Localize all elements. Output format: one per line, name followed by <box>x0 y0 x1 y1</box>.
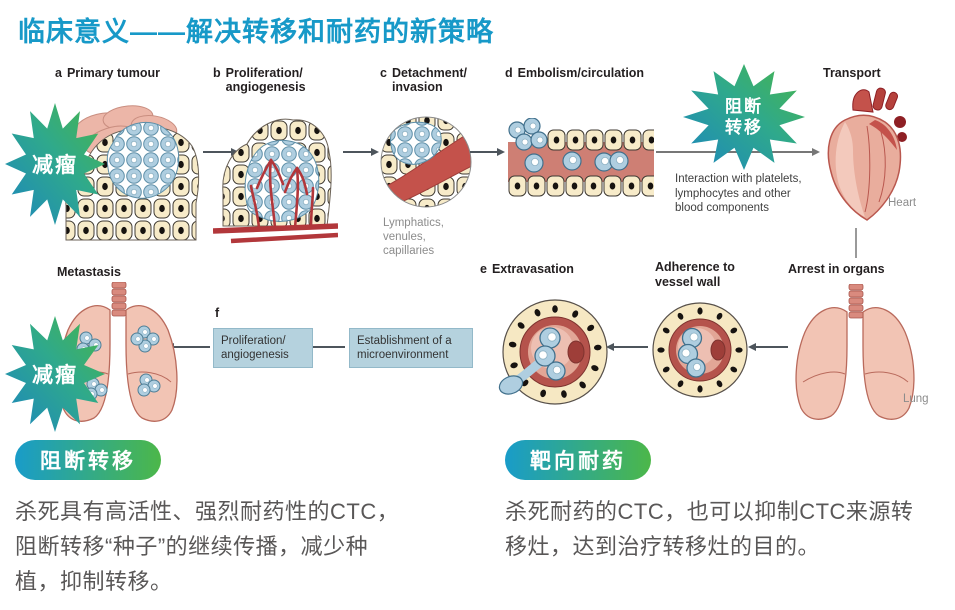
block-metastasis-pill: 阻断转移 <box>15 440 161 480</box>
step-b-line2: angiogenesis <box>225 80 306 94</box>
connector-heart-to-lungs <box>855 228 857 258</box>
step-d-text: Embolism/circulation <box>517 66 645 80</box>
block-metastasis-paragraph: 杀死具有高活性、强烈耐药性的CTC， 阻断转移“种子”的继续传播，减少种 植，抑… <box>15 499 400 594</box>
proliferation-box: Proliferation/ angiogenesis <box>213 328 313 368</box>
arrest-label: Arrest in organs <box>788 262 885 276</box>
reduce-tumor-badge-text-2: 减瘤 <box>32 364 78 387</box>
reduce-tumor-starburst-bottom: 减瘤 <box>5 316 105 432</box>
step-d-label: d Embolism/circulation <box>505 66 644 80</box>
step-e-label: e Extravasation <box>480 262 574 276</box>
step-d-letter: d <box>505 66 513 80</box>
page-title: 临床意义——解决转移和耐药的新策略 <box>18 17 494 47</box>
step-b-label: b Proliferation/ angiogenesis <box>213 66 306 94</box>
block-metastasis-starburst: 阻断 转移 <box>683 64 805 170</box>
reduce-tumor-starburst-top: 减瘤 <box>5 103 105 225</box>
arrow-lungs-to-adherence <box>748 343 788 351</box>
arrow-b-to-c <box>343 148 379 156</box>
step-c-line1: Detachment/ <box>391 66 467 80</box>
step-a-label: a Primary tumour <box>55 66 160 80</box>
microenvironment-box: Establishment of a microenvironment <box>349 328 473 368</box>
step-a-letter: a <box>55 66 62 80</box>
heart-illustration <box>815 80 915 225</box>
metastasis-label: Metastasis <box>57 265 121 279</box>
embolism-circulation-illustration <box>508 118 654 200</box>
step-e-text: Extravasation <box>491 262 574 276</box>
arrow-adherence-to-extravasation <box>606 343 648 351</box>
interaction-note: Interaction with platelets, lymphocytes … <box>675 173 802 214</box>
step-c-label: c Detachment/ invasion <box>380 66 467 94</box>
step-a-text: Primary tumour <box>66 66 161 80</box>
primary-tumour-illustration <box>58 88 203 243</box>
detachment-invasion-illustration <box>380 110 472 215</box>
step-c-line2: invasion <box>391 80 443 94</box>
step-e-letter: e <box>480 262 487 276</box>
transport-label: Transport <box>823 66 881 80</box>
lymphatics-caption: Lymphatics, venules, capillaries <box>383 217 444 257</box>
adherence-label: Adherence to vessel wall <box>655 260 735 289</box>
step-b-letter: b <box>213 66 221 80</box>
target-resistance-pill: 靶向耐药 <box>505 440 651 480</box>
lung-caption: Lung <box>903 393 929 405</box>
extravasation-illustration <box>498 292 613 417</box>
heart-caption: Heart <box>888 197 917 209</box>
lungs-illustration <box>785 284 925 424</box>
target-resistance-paragraph: 杀死耐药的CTC，也可以抑制CTC来源转 移灶，达到治疗转移灶的目的。 <box>505 499 914 559</box>
step-c-letter: c <box>380 66 387 80</box>
step-f-letter: f <box>215 306 220 320</box>
adherence-vessel-illustration <box>650 296 750 404</box>
reduce-tumor-badge-text: 减瘤 <box>32 154 78 177</box>
arrow-c-to-d <box>470 148 505 156</box>
step-b-line1: Proliferation/ <box>225 66 303 80</box>
block-metastasis-badge-text: 阻断 转移 <box>725 97 763 137</box>
proliferation-angiogenesis-illustration <box>213 98 338 248</box>
